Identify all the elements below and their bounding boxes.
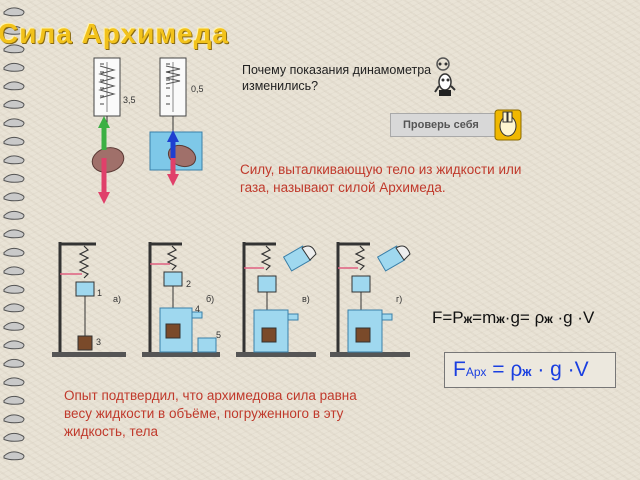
hand-pointer-icon	[494, 109, 522, 141]
formula-sub3: ж	[544, 312, 553, 326]
formula-part4: ·g ·V	[552, 308, 595, 327]
label-n4: 4	[195, 304, 201, 314]
formula-box-sub-arch: Арх	[465, 365, 487, 379]
dynamometer-right-label: 0,5	[191, 84, 204, 94]
experiment-c	[236, 242, 317, 357]
formula-box-eq: =	[486, 358, 511, 381]
check-yourself-button[interactable]: Проверь себя	[390, 113, 502, 137]
conclusion-text: Опыт подтвердил, что архимедова сила рав…	[64, 388, 357, 439]
binding-ring	[3, 7, 25, 17]
formula-box-rho: ρ	[510, 358, 523, 381]
spiral-binding	[3, 7, 25, 461]
formula-general: F=Pж=mж·g= ρж ·g ·V	[432, 308, 602, 329]
binding-ring	[3, 99, 25, 109]
binding-ring	[3, 414, 25, 424]
label-n3: 3	[96, 337, 102, 347]
binding-ring	[3, 229, 25, 239]
dynamometer-left-label: 3,5	[123, 95, 136, 105]
binding-ring	[3, 284, 25, 294]
experiment-a	[52, 242, 126, 357]
formula-box-sub-liquid: ж	[522, 364, 532, 379]
binding-ring	[3, 62, 25, 72]
binding-ring	[3, 358, 25, 368]
formula-part3: ·g=	[504, 308, 535, 327]
binding-ring	[3, 118, 25, 128]
binding-ring	[3, 81, 25, 91]
experiment-d	[330, 242, 411, 357]
binding-ring	[3, 25, 25, 35]
formula-box-F: F	[453, 358, 466, 381]
binding-ring	[3, 210, 25, 220]
formula-box-tail: · g ·V	[531, 358, 589, 381]
formula-archimedes-box: FАрх = ρж · g ·V	[444, 352, 616, 388]
formula-part1: F=P	[432, 308, 464, 327]
binding-ring	[3, 303, 25, 313]
formula-part2: =m	[472, 308, 497, 327]
label-c: в)	[302, 294, 310, 304]
binding-ring	[3, 321, 25, 331]
binding-ring	[3, 44, 25, 54]
label-n1: 1	[97, 288, 103, 298]
formula-sub1: ж	[463, 312, 473, 326]
binding-ring	[3, 173, 25, 183]
binding-ring	[3, 395, 25, 405]
binding-ring	[3, 247, 25, 257]
label-d: г)	[396, 294, 403, 304]
dynamometer-left	[91, 57, 125, 204]
experiment-b	[142, 242, 220, 357]
label-a: а)	[113, 294, 122, 304]
slide-title: Сила Архимеда	[0, 18, 229, 49]
binding-ring	[3, 192, 25, 202]
label-n2: 2	[186, 279, 192, 289]
binding-ring	[3, 266, 25, 276]
question-text: Почему показания динамометра изменились?	[242, 63, 432, 93]
formula-sub2: ж	[496, 312, 505, 326]
binding-ring	[3, 432, 25, 442]
binding-ring	[3, 340, 25, 350]
label-b: б)	[206, 294, 215, 304]
binding-ring	[3, 155, 25, 165]
binding-ring	[3, 451, 25, 461]
binding-ring	[3, 377, 25, 387]
thinking-character-icon	[434, 57, 456, 96]
label-n5: 5	[216, 330, 222, 340]
archimedes-definition: Силу, выталкивающую тело из жидкости или…	[240, 162, 522, 195]
formula-rho: ρ	[534, 308, 545, 327]
binding-ring	[3, 136, 25, 146]
dynamometer-right	[149, 57, 203, 186]
